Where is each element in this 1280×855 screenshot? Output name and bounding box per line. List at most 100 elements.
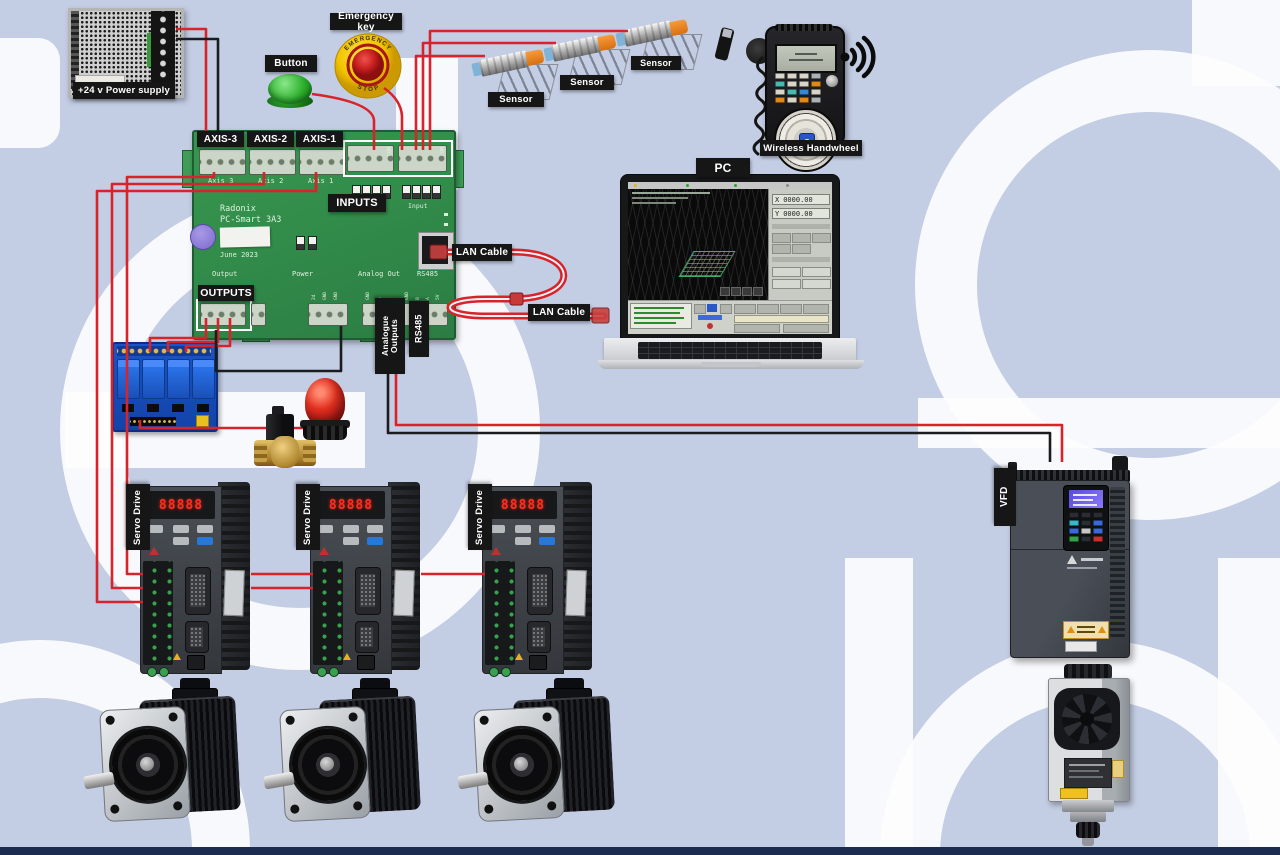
servo-drive-1-label-text: Servo Drive: [132, 489, 144, 545]
vfd-mount-hook: [1112, 456, 1128, 472]
lan-socket: [422, 236, 448, 264]
board-sticker: [219, 226, 271, 248]
axis-3-silk: Axis 3: [208, 177, 234, 185]
servo-drive-2-label-text: Servo Drive: [302, 489, 314, 545]
lan-cable-label-bottom: LAN Cable: [528, 304, 590, 321]
power-pin-24: 24: [312, 294, 317, 300]
panel-bar: [772, 224, 830, 229]
button-label-text: Button: [274, 58, 308, 69]
screen-content: X 0000.00 Y 0000.00: [628, 182, 832, 334]
cn1-pins: [360, 574, 375, 607]
gcode-line: [634, 322, 676, 324]
relay-pin-header: [130, 417, 176, 426]
input-led: [382, 185, 391, 199]
keypad-key: [811, 89, 821, 95]
keypad-key: [811, 81, 821, 87]
panel-button: [734, 304, 756, 314]
rs485-pin-b: B: [416, 297, 421, 300]
warning-triangle-icon: [343, 653, 351, 660]
bolt-hole: [547, 801, 557, 811]
gcode-line: [634, 312, 680, 314]
panel-button: [780, 304, 802, 314]
keypad-key: [775, 97, 785, 103]
drive-cn2-connector: [185, 621, 209, 653]
drive-front: 88888: [140, 486, 222, 677]
lan-cable-label-top: LAN Cable: [452, 244, 512, 261]
drive-io-terminal: [485, 561, 515, 665]
relay-terminals: [117, 346, 211, 356]
inputs-label-text: INPUTS: [336, 197, 378, 209]
wifi-icon: [840, 35, 876, 79]
axis-1-terminal: [299, 149, 346, 175]
drive-usb-port: [187, 655, 205, 670]
drive-front: 88888: [482, 486, 564, 677]
drive-side-sticker: [223, 569, 245, 617]
keypad-key: [775, 73, 785, 79]
drive-cn2-connector: [355, 621, 379, 653]
axis-2-label-text: AXIS-2: [253, 133, 288, 145]
bolt-hole: [542, 712, 552, 722]
x-readout-label: X: [775, 195, 780, 204]
axis-3-label: AXIS-3: [197, 131, 244, 147]
wireless-handwheel: [710, 24, 880, 172]
output-silk: Output: [212, 270, 238, 278]
drive-cn1-connector: [527, 567, 553, 615]
laptop-base: [604, 338, 856, 362]
drive-cn1-connector: [185, 567, 211, 615]
board-led: [296, 236, 305, 250]
keypad-key: [1081, 520, 1091, 526]
spindle-nose-1: [1062, 800, 1114, 812]
watermark-topleft-block: [0, 38, 60, 148]
drive-display: 88888: [317, 491, 385, 519]
lan-cable-label-top-text: LAN Cable: [455, 247, 509, 258]
servo-drive-3-label: Servo Drive: [468, 484, 492, 550]
keypad-key: [1093, 520, 1103, 526]
panel-button: [792, 233, 811, 243]
input-led: [422, 185, 431, 199]
lcd-line: [1073, 494, 1097, 496]
watermark-topright-block: [1192, 0, 1280, 86]
bolt-hole: [353, 801, 363, 811]
nav-button-next: [720, 304, 732, 314]
keypad-key: [799, 97, 809, 103]
keypad-key: [799, 81, 809, 87]
panel-button: [803, 304, 829, 314]
relay-ic: [122, 404, 134, 412]
bolt-hole: [285, 715, 295, 725]
watermark-bottom-bar-b: [1218, 558, 1280, 848]
x-readout: X 0000.00: [772, 194, 830, 205]
pendant-keypad: [775, 73, 821, 105]
wireless-handwheel-label-text: Wireless Handwheel: [763, 142, 859, 154]
board-date: June 2023: [220, 251, 258, 259]
power-silk: Power: [292, 270, 314, 278]
drive-display-digits: 88888: [500, 497, 546, 513]
keypad-key: [811, 73, 821, 79]
motor-flange: [279, 705, 371, 823]
cn2-pins: [190, 627, 203, 647]
relay-ic: [197, 404, 209, 412]
cn2-pins: [532, 627, 545, 647]
panel-field: [772, 279, 801, 289]
lan-port: [418, 232, 454, 270]
sensor-3-label: Sensor: [631, 56, 681, 70]
x-readout-value: 0000.00: [783, 195, 813, 204]
panel-bar: [772, 257, 830, 262]
y-readout-label: Y: [775, 209, 780, 218]
drive-cn1-connector: [355, 567, 381, 615]
viewport-text-line: [632, 192, 710, 194]
motor-flange: [473, 705, 565, 823]
nav-button-prev: [694, 304, 706, 314]
motor-face: [481, 723, 564, 806]
vfd-label: VFD: [994, 468, 1016, 526]
panel-field: [772, 267, 801, 277]
warning-triangle-icon: [515, 653, 523, 660]
vfd-warning-label: [1063, 621, 1109, 639]
motor-hub: [319, 756, 335, 772]
power-terminal: [308, 303, 348, 326]
drive-button: [317, 525, 333, 533]
rs485-label-text: RS485: [413, 314, 424, 344]
pc-label-text: PC: [714, 160, 732, 175]
lcd-line: [1073, 504, 1097, 506]
axis-3-terminal: [199, 149, 246, 175]
drive-side-sticker: [565, 569, 587, 617]
